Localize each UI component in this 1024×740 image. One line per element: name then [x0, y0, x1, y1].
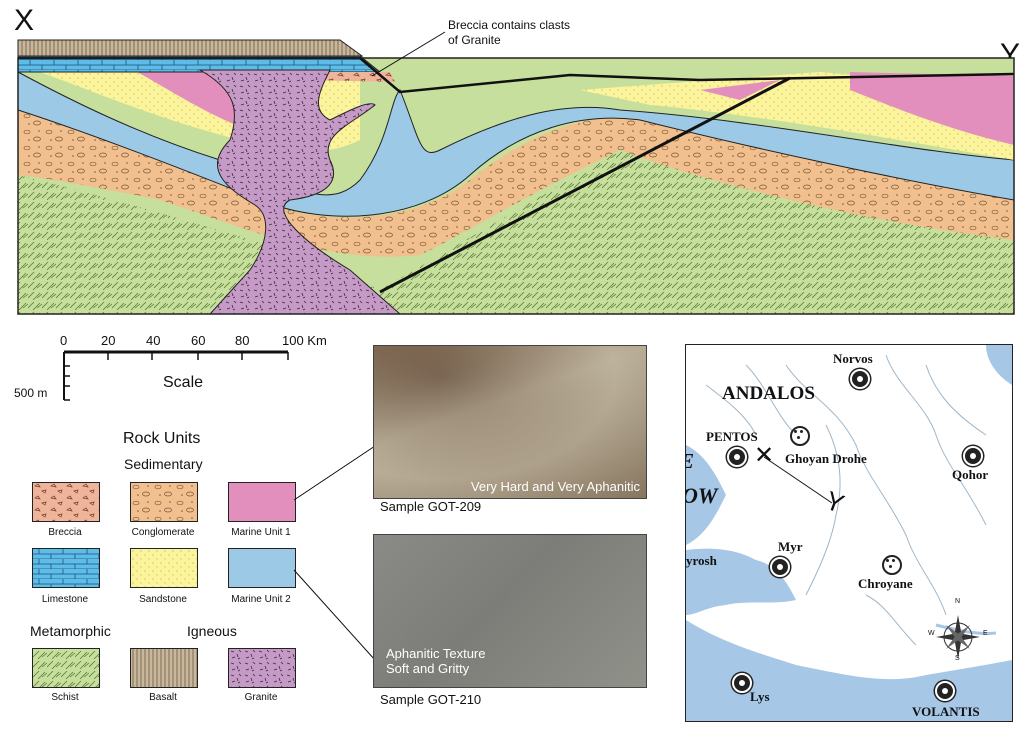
legend-label-granite: Granite — [244, 692, 278, 703]
legend-swatch-limestone — [32, 548, 100, 588]
geologic-cross-section — [17, 31, 1015, 315]
legend-label-breccia: Breccia — [48, 527, 82, 538]
section-border — [17, 57, 1015, 315]
scale-tick-0: 0 — [60, 333, 68, 348]
city-label-pentos: PENTOS — [706, 429, 758, 444]
breccia-callout: Breccia contains clasts of Granite — [448, 18, 571, 47]
scale-vertical-label: 500 m — [14, 386, 48, 400]
fault-line — [379, 76, 791, 294]
compass-e: E — [983, 630, 988, 637]
map-edge-text-ow: OW — [685, 483, 718, 508]
scale-tick-100: 100 Km — [282, 333, 327, 348]
basalt-cap — [17, 39, 364, 57]
sample-label-got-209: Sample GOT-209 — [380, 499, 482, 514]
legend-label-marine-unit-2: Marine Unit 2 — [231, 594, 291, 605]
legend-label-basalt: Basalt — [149, 692, 177, 703]
city-marker-myr — [770, 557, 790, 577]
city-label-volantis: VOLANTIS — [912, 704, 980, 719]
marine-unit-1-left — [130, 68, 239, 125]
legend-label-marine-unit-1: Marine Unit 1 — [231, 527, 291, 538]
legend-title: Rock Units — [123, 430, 201, 447]
city-label-norvos: Norvos — [833, 351, 873, 366]
legend-swatch-granite — [228, 648, 296, 688]
sample-caption-got-209: Very Hard and Very Aphanitic — [470, 479, 640, 494]
map-background — [686, 345, 1012, 721]
city-label-myr: Myr — [778, 539, 803, 554]
legend-label-sandstone: Sandstone — [139, 594, 187, 605]
city-marker-lys — [732, 673, 752, 693]
legend-label-schist: Schist — [51, 692, 79, 703]
sample-label-got-210: Sample GOT-210 — [380, 692, 482, 707]
ruin-marker-ghoyan-drohe — [790, 426, 810, 446]
legend-label-conglomerate: Conglomerate — [131, 527, 195, 538]
marine-unit-1-right — [850, 72, 1014, 145]
city-label-qohor: Qohor — [952, 467, 989, 482]
legend-swatch-marine-unit-2 — [228, 548, 296, 588]
city-marker-volantis — [935, 681, 955, 701]
ruin-marker-chroyane — [882, 555, 902, 575]
legend-swatch-conglomerate — [130, 482, 198, 522]
scale-tick-20: 20 — [101, 333, 116, 348]
city-label-lys: Lys — [750, 689, 770, 704]
cross-section-label-x: X — [14, 4, 35, 37]
legend-swatch-sandstone — [130, 548, 198, 588]
legend-sedimentary-heading: Sedimentary — [124, 456, 203, 472]
sample-photo-got-210: Aphanitic Texture Soft and Gritty — [373, 534, 647, 688]
legend-swatch-basalt — [130, 648, 198, 688]
legend-swatch-breccia — [32, 482, 100, 522]
city-marker-qohor — [963, 446, 983, 466]
legend-igneous-heading: Igneous — [187, 623, 237, 639]
map-marker-x: ✕ — [754, 441, 775, 469]
city-label-chroyane: Chroyane — [858, 576, 913, 591]
city-marker-pentos — [727, 447, 747, 467]
compass-w: W — [928, 630, 935, 637]
legend-swatch-marine-unit-1 — [228, 482, 296, 522]
sample-caption-got-210: Aphanitic Texture Soft and Gritty — [386, 646, 486, 676]
compass-rose-icon — [936, 615, 980, 659]
sample-connector-lines — [293, 445, 376, 661]
scale-tick-40: 40 — [146, 333, 161, 348]
city-label-tyrosh: yrosh — [686, 553, 717, 568]
legend-label-limestone: Limestone — [41, 594, 89, 605]
region-map: ANDALOS E OW Norvos PENTOS Ghoyan Drohe … — [685, 344, 1013, 722]
sample-photo-got-209: Very Hard and Very Aphanitic — [373, 345, 647, 499]
map-edge-text-e: E — [686, 449, 694, 474]
scale-bar — [63, 350, 289, 401]
compass-s: S — [955, 655, 960, 662]
city-label-ghoyan-drohe: Ghoyan Drohe — [785, 451, 867, 466]
callout-leader — [371, 31, 446, 77]
scale-tick-80: 80 — [235, 333, 250, 348]
map-region-label: ANDALOS — [722, 383, 815, 404]
legend-metamorphic-heading: Metamorphic — [30, 623, 111, 639]
marine-unit-1-wedge — [700, 80, 780, 100]
legend-swatch-schist — [32, 648, 100, 688]
scale-tick-60: 60 — [191, 333, 206, 348]
compass-n: N — [955, 598, 961, 605]
scale-title: Scale — [163, 374, 204, 391]
city-marker-norvos — [850, 369, 870, 389]
granite-intrusion — [198, 69, 402, 315]
